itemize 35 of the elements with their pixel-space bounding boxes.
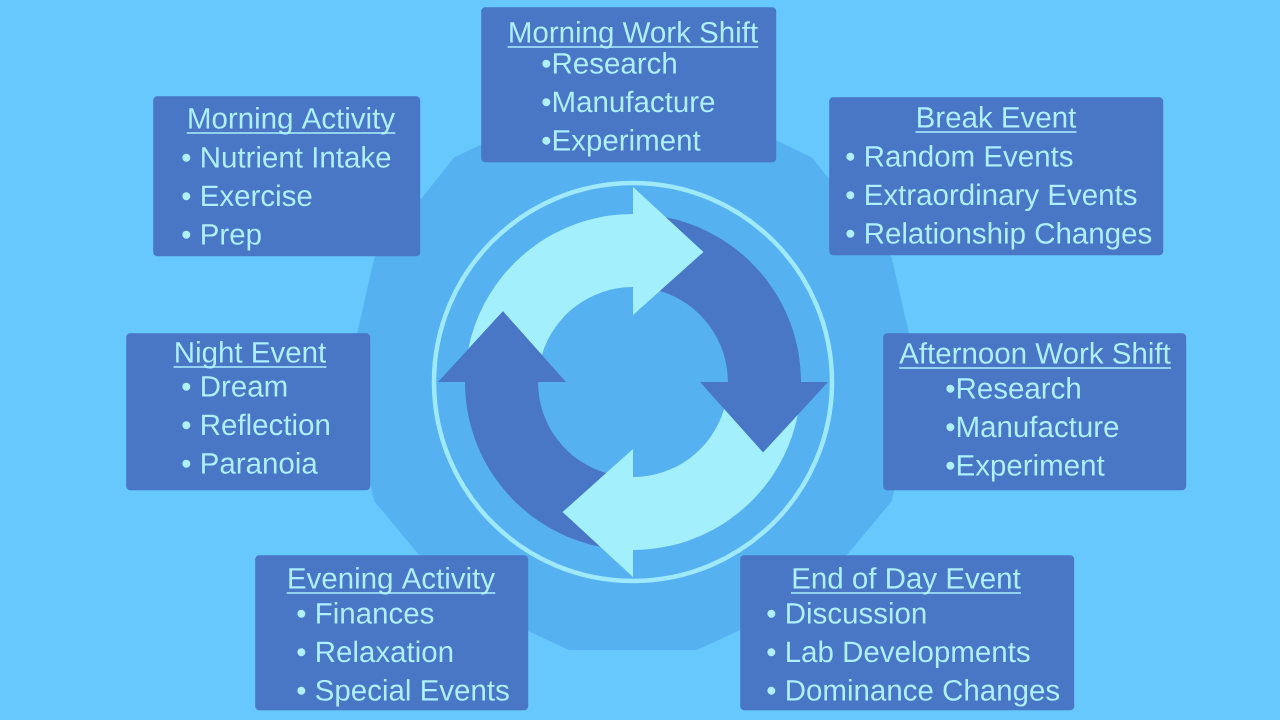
schedule-box [255,555,529,711]
bullet-item: •Manufacture [946,415,1119,438]
box-heading: End of Day Event [790,567,1022,595]
bullet-item: • Special Events [297,679,509,707]
bullet-item: •Research [542,52,676,74]
bullet-item: • Nutrient Intake [182,146,391,168]
bullet-item: •Research [946,377,1080,399]
bullet-item: •Experiment [542,129,701,157]
box-heading: Morning Work Shift [506,21,760,49]
bullet-item: • Random Events [846,145,1073,167]
schedule-box [481,7,777,163]
box-heading: Night Event [172,341,328,369]
bullet-item: • Paranoia [182,452,318,474]
bullet-item: •Manufacture [542,90,715,113]
bullet-item: • Prep [182,224,261,251]
schedule-box [883,333,1187,491]
bullet-item: • Finances [297,602,434,624]
schedule-box [829,97,1164,256]
box-heading: Morning Activity [185,107,397,135]
bullet-item: •Experiment [946,454,1105,482]
bullet-item: • Discussion [767,602,926,624]
bullet-item: • Reflection [182,413,329,436]
schedule-box [740,555,1075,711]
bullet-item: • Dominance Changes [767,679,1060,707]
bullet-item: • Exercise [182,184,312,207]
bullet-item: • Lab Developments [767,640,1030,669]
box-heading: Afternoon Work Shift [898,342,1172,369]
schedule-box [153,96,421,257]
box-heading: Evening Activity [285,567,497,595]
bullet-item: • Relaxation [297,640,453,663]
schedule-box [126,333,371,491]
bullet-item: • Relationship Changes [846,222,1152,250]
bullet-item: • Extraordinary Events [846,183,1137,212]
box-heading: Break Event [914,106,1078,133]
bullet-item: • Dream [182,376,287,397]
